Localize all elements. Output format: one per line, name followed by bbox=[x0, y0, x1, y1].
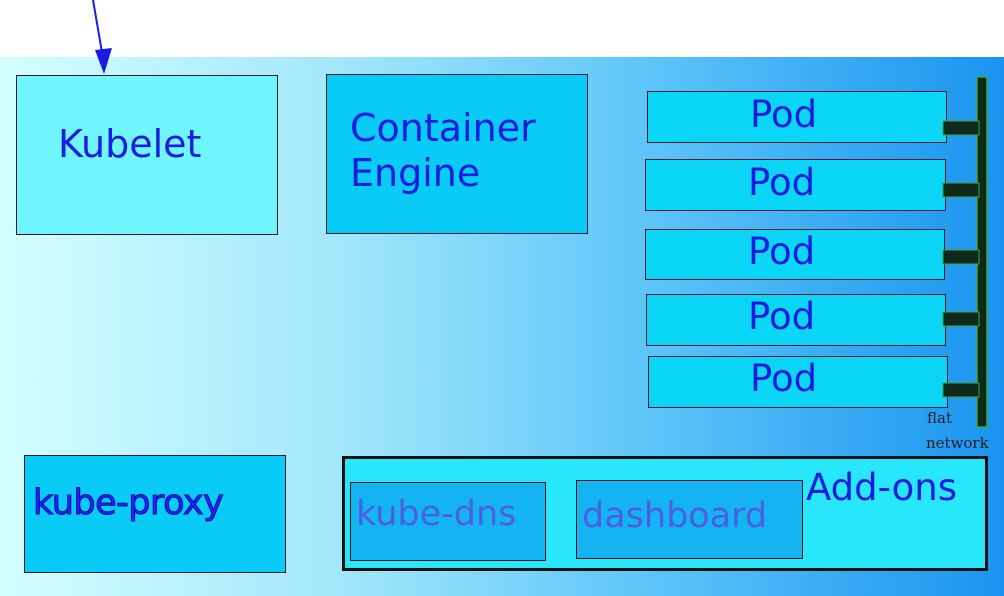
addon-kube-dns-box bbox=[350, 482, 546, 561]
addon-dashboard-label: dashboard bbox=[582, 496, 768, 536]
kube-proxy-label: kube-proxy bbox=[32, 483, 224, 524]
container-engine-label: Container Engine bbox=[350, 106, 536, 196]
pod-box bbox=[647, 91, 947, 143]
container-engine-label-line1: Container bbox=[350, 106, 536, 150]
pod-box bbox=[645, 229, 945, 280]
addon-kube-dns-label: kube-dns bbox=[356, 494, 517, 534]
flat-network-label-line2: network bbox=[926, 434, 989, 452]
pod-label: Pod bbox=[750, 93, 818, 136]
pod-label: Pod bbox=[750, 357, 818, 400]
container-engine-label-line2: Engine bbox=[350, 151, 481, 195]
pod-label: Pod bbox=[748, 295, 816, 338]
pod-box bbox=[648, 356, 948, 408]
pod-label: Pod bbox=[748, 161, 816, 204]
pod-box bbox=[646, 294, 946, 346]
kube-proxy-box bbox=[24, 455, 286, 573]
flat-network-label-line1: flat bbox=[927, 409, 952, 427]
pod-label: Pod bbox=[748, 230, 816, 273]
container-engine-box bbox=[326, 74, 588, 234]
pod-box bbox=[645, 159, 946, 211]
kubelet-box bbox=[16, 75, 278, 235]
kubelet-label: Kubelet bbox=[58, 122, 202, 166]
addons-label: Add-ons bbox=[806, 466, 958, 509]
addon-dashboard-box bbox=[576, 480, 803, 559]
